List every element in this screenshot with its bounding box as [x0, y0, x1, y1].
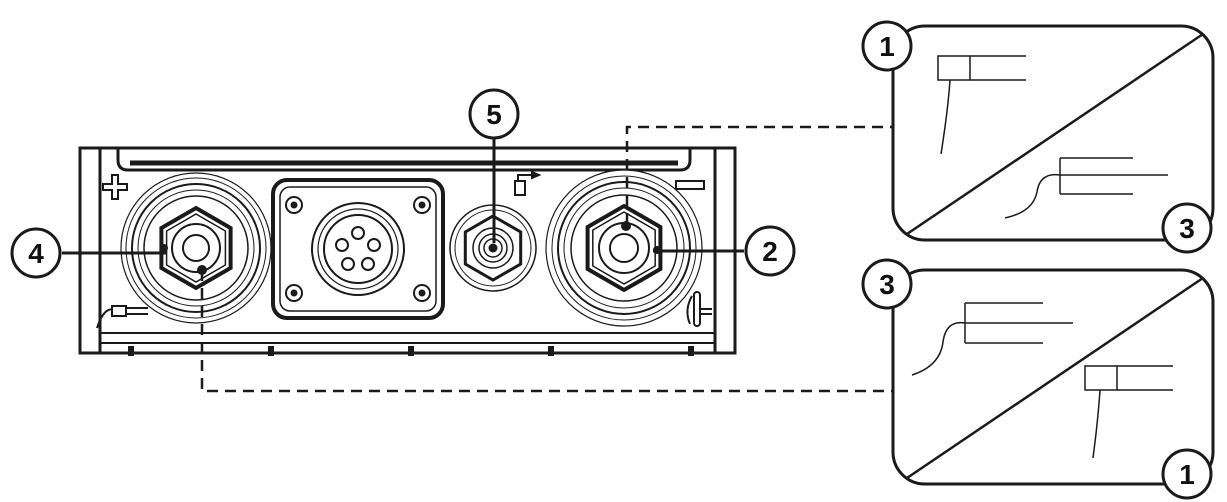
inset-bottom-switch-icon [1084, 365, 1173, 459]
panel-foot [408, 346, 414, 356]
right-power-socket [545, 169, 703, 327]
inset-bottom-divider [906, 276, 1204, 480]
inset-top-cable-icon [1004, 157, 1168, 219]
callout-label-1: 1 [879, 31, 895, 62]
leader-right-socket-to-top-inset [625, 125, 893, 224]
callout-circle [10, 227, 62, 279]
front-panel [78, 146, 737, 356]
panel-foot [268, 346, 274, 356]
gas-connector [449, 204, 537, 292]
callout-circle [1161, 202, 1213, 254]
ground-clamp-icon [96, 305, 148, 329]
callout-circle [861, 258, 913, 310]
inset-top: 1 3 [861, 20, 1215, 254]
panel-foot [688, 346, 694, 356]
callout-circle [468, 88, 520, 140]
torch-icon [686, 291, 712, 327]
callout-circle [861, 20, 913, 72]
callout-label-2: 2 [762, 236, 778, 267]
callout-label-1: 1 [1179, 459, 1195, 490]
control-connector [271, 178, 445, 320]
callout-label-4: 4 [28, 238, 44, 269]
panel-top-rail [116, 148, 692, 172]
inset-bottom-frame [891, 268, 1215, 486]
inset-bottom-cable-icon [911, 302, 1073, 376]
dashed-leaders [200, 125, 893, 393]
left-power-socket [120, 172, 272, 324]
inset-bottom: 3 1 [861, 258, 1215, 500]
callout-circle [744, 225, 796, 277]
leader-left-socket-to-bottom-inset [200, 270, 893, 393]
gas-bottle-icon [514, 170, 542, 196]
callout-circle [1161, 448, 1213, 500]
plus-icon [102, 174, 128, 200]
callout-label-3: 3 [879, 269, 895, 300]
minus-icon [675, 180, 705, 190]
front-callouts: 4 2 5 [10, 88, 796, 279]
inset-top-switch-icon [937, 55, 1026, 155]
panel-foot [548, 346, 554, 356]
panel-left-wall [78, 146, 102, 355]
inset-top-divider [906, 32, 1204, 236]
panel-foot [128, 346, 134, 356]
callout-label-3: 3 [1179, 213, 1195, 244]
callout-label-5: 5 [486, 99, 502, 130]
